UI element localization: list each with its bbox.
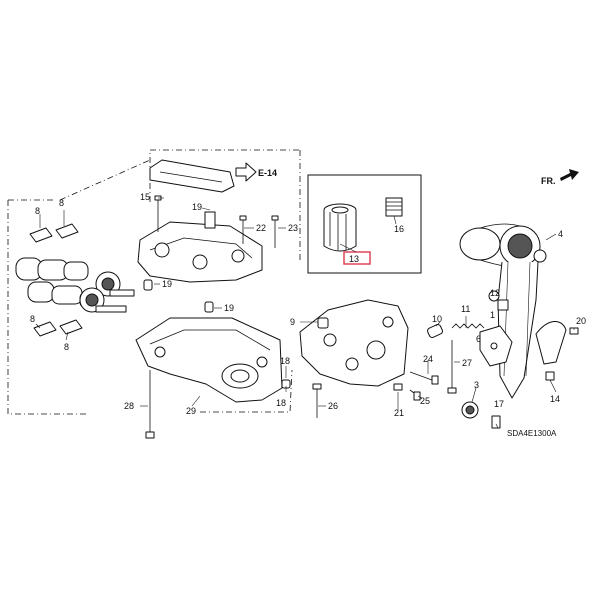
leader-lines [35,197,575,429]
balancer-upper-housing [137,211,263,283]
bolt-25 [409,389,421,401]
part-callouts: 8 8 8 8 15 19 22 23 19 19 9 28 29 18 18 … [30,192,586,418]
dowel-pin-19-b [204,301,214,313]
callout-18: 18 [276,398,286,408]
callout-22: 22 [256,223,266,233]
callout-8: 8 [59,198,64,208]
callout-19: 19 [162,279,172,289]
front-direction-indicator: FR. [541,169,579,186]
bolt-17 [491,415,501,429]
callout-23: 23 [288,223,298,233]
callout-21: 21 [394,408,404,418]
bolt-27 [447,340,457,394]
diagram-code: SDA4E1300A [507,429,557,438]
callout-19: 19 [192,202,202,212]
callout-11: 11 [461,304,470,314]
filter-feed-pipe-16 [385,197,403,217]
reference-e14-label: E-14 [258,168,277,178]
bearing-half-8-upper-right [55,223,79,239]
bolt-21 [393,383,403,391]
bolt-28 [145,370,155,439]
callout-9: 9 [290,317,295,327]
oil-filter-highlight [343,251,371,265]
balancer-lower-housing [135,317,283,403]
callout-8: 8 [30,314,35,324]
tensioner-arm-6 [479,325,513,367]
callout-3: 3 [474,380,479,390]
callout-13: 13 [349,254,359,264]
bolt-22 [239,215,247,244]
front-direction-arrow-icon [560,169,579,181]
callout-12: 12 [490,288,500,298]
balancer-shaft-upper [15,257,135,297]
callout-20: 20 [576,316,586,326]
callout-6: 6 [476,334,481,344]
front-direction-label: FR. [541,176,556,186]
bearing-half-8-lower-right [59,319,83,335]
callout-17: 17 [494,399,504,409]
oil-filter-group-box [307,174,422,274]
callout-19: 19 [224,303,234,313]
callout-8: 8 [64,342,69,352]
oil-filter [323,203,357,252]
oil-pump-gear-3 [461,401,479,419]
bolt-26 [312,383,322,418]
bolt-15 [154,195,162,232]
chain-tensioner-12 [488,290,509,311]
chain-guide-14 [535,321,567,365]
bolt-24 [409,371,439,385]
callout-16: 16 [394,224,404,234]
callout-8: 8 [35,206,40,216]
assembly-boundary [7,149,301,415]
callout-10: 10 [432,314,442,324]
callout-1: 1 [490,310,495,320]
relief-valve-spring-11 [451,323,485,329]
baffle-plate [149,159,235,193]
balancer-shaft-lower [27,281,127,313]
reference-e14[interactable]: E-14 [235,162,277,182]
dowel-pin-19-a [143,279,153,291]
callout-14: 14 [550,394,560,404]
balancer-drive-sprocket [459,223,547,268]
balancer-shafts [15,257,135,313]
relief-valve-plunger-10 [427,323,443,339]
callout-24: 24 [423,354,433,364]
callout-15: 15 [140,192,150,202]
callout-18: 18 [280,356,290,366]
bearing-half-8-lower-left [33,321,57,337]
drive-chain [497,261,539,399]
bearing-half-8-upper-left [29,227,53,243]
callout-25: 25 [420,396,430,406]
callout-27: 27 [462,358,472,368]
oil-pump-body [299,299,409,387]
callout-28: 28 [124,401,134,411]
callout-29: 29 [186,406,196,416]
washer-14 [545,371,555,381]
bolt-23 [271,215,279,248]
callout-4: 4 [558,229,563,239]
callout-26: 26 [328,401,338,411]
